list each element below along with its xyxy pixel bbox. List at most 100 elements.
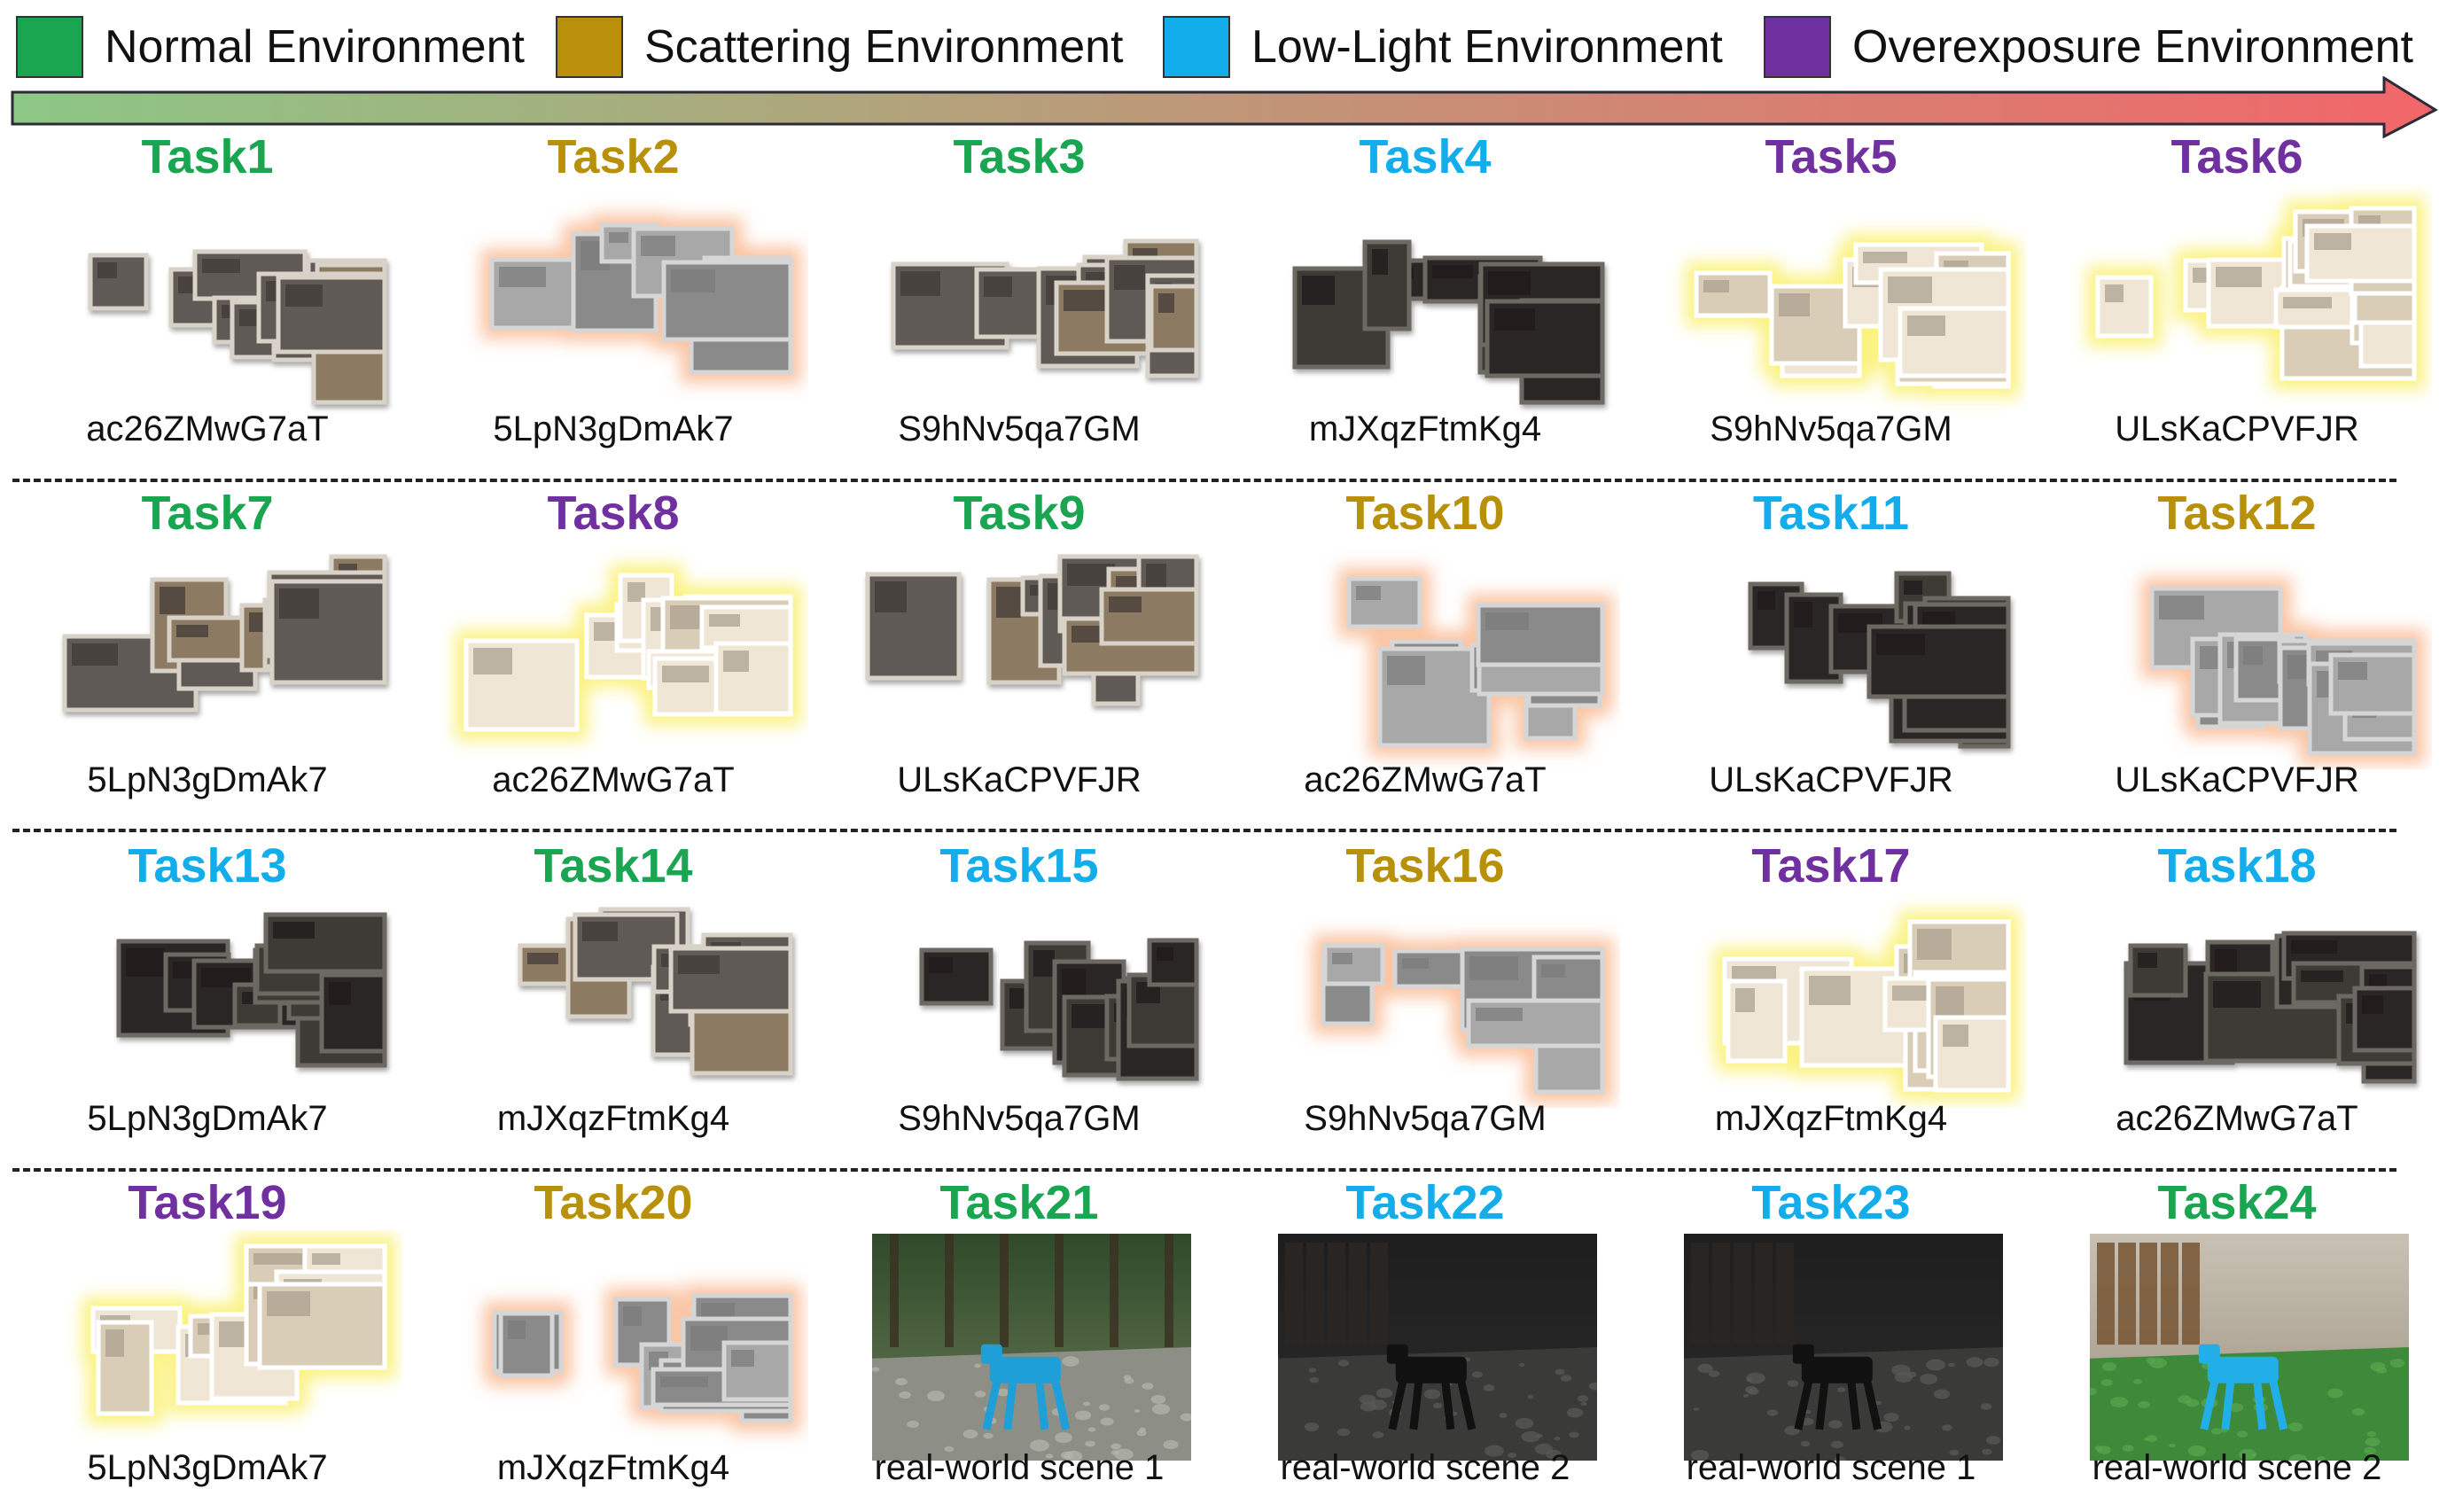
real-world-photo-frame <box>1278 1234 1597 1461</box>
scene-floorplan-image <box>489 222 793 375</box>
task-title: Task3 <box>953 130 1086 183</box>
scene-render <box>1636 541 2026 774</box>
scene-render <box>1636 893 2026 1112</box>
scene-id-caption: real-world scene 2 <box>1280 1448 1570 1487</box>
scene-render <box>824 541 1214 774</box>
scene-floorplan-image <box>116 912 387 1068</box>
task-title: Task22 <box>1345 1176 1505 1229</box>
row-separator <box>12 479 2396 482</box>
difficulty-gradient-arrow <box>11 76 2439 138</box>
real-world-photo <box>1278 1234 1597 1461</box>
scene-floorplan-image <box>891 238 1199 378</box>
scene-floorplan-image <box>2095 206 2417 381</box>
scene-render <box>824 184 1214 423</box>
legend-label: Low-Light Environment <box>1251 21 1723 73</box>
task-title: Task17 <box>1751 839 1911 892</box>
scene-render <box>418 1230 808 1461</box>
task-title: Task16 <box>1345 839 1505 892</box>
scene-floorplan-image <box>518 907 793 1076</box>
real-world-photo <box>2090 1234 2409 1461</box>
task-title: Task2 <box>547 130 680 183</box>
legend-swatch-scattering <box>556 16 623 78</box>
task-title: Task10 <box>1345 487 1505 540</box>
legend-swatch-lowlight <box>1163 16 1230 78</box>
real-world-photo <box>1684 1234 2003 1461</box>
scene-id-caption: S9hNv5qa7GM <box>1710 409 1952 448</box>
task-title: Task9 <box>953 487 1086 540</box>
scene-render <box>824 893 1214 1112</box>
task-title: Task14 <box>534 839 693 892</box>
scene-render <box>1636 184 2026 423</box>
task-title: Task21 <box>939 1176 1099 1229</box>
task-title: Task23 <box>1751 1176 1911 1229</box>
legend-item-overexposure: Overexposure Environment <box>1764 16 2413 78</box>
real-world-photo-frame <box>872 1234 1191 1461</box>
scene-id-caption: real-world scene 1 <box>1686 1448 1976 1487</box>
scene-id-caption: ULsKaCPVFJR <box>1709 760 1953 799</box>
scene-render <box>12 1230 402 1461</box>
scene-id-caption: ac26ZMwG7aT <box>2116 1099 2358 1138</box>
scene-render <box>418 184 808 423</box>
task-title: Task20 <box>534 1176 693 1229</box>
task-title: Task11 <box>1752 487 1910 540</box>
scene-render <box>1230 541 1620 774</box>
scene-render <box>12 184 402 423</box>
scene-render <box>418 893 808 1112</box>
scene-id-caption: ULsKaCPVFJR <box>2115 409 2359 448</box>
scene-render <box>1230 184 1620 423</box>
task-title: Task8 <box>547 487 680 540</box>
scene-floorplan-image <box>1346 576 1605 748</box>
legend-label: Overexposure Environment <box>1852 21 2413 73</box>
scene-id-caption: mJXqzFtmKg4 <box>496 1099 730 1138</box>
scene-id-caption: mJXqzFtmKg4 <box>1714 1099 1948 1138</box>
scene-id-caption: 5LpN3gDmAk7 <box>493 409 734 448</box>
scene-floorplan-image <box>2149 586 2417 756</box>
scene-render <box>2042 541 2432 774</box>
scene-id-caption: ac26ZMwG7aT <box>1304 760 1547 799</box>
task-title: Task12 <box>2157 487 2317 540</box>
scene-floorplan-image <box>464 573 793 732</box>
scene-render <box>418 541 808 774</box>
scene-id-caption: real-world scene 1 <box>874 1448 1165 1487</box>
legend-item-normal: Normal Environment <box>16 16 525 78</box>
legend-swatch-normal <box>16 16 83 78</box>
legend-swatch-overexposure <box>1764 16 1831 78</box>
scene-id-caption: ULsKaCPVFJR <box>897 760 1142 799</box>
real-world-photo-frame <box>1684 1234 2003 1461</box>
task-title: Task6 <box>2170 130 2303 183</box>
scene-floorplan-image <box>1748 571 2011 749</box>
scene-id-caption: ULsKaCPVFJR <box>2115 760 2359 799</box>
legend-label: Scattering Environment <box>644 21 1124 73</box>
scene-id-caption: S9hNv5qa7GM <box>1304 1099 1547 1138</box>
arrow-shape <box>11 76 2439 138</box>
scene-id-caption: real-world scene 2 <box>2092 1448 2382 1487</box>
task-title: Task1 <box>141 130 274 183</box>
scene-floorplan-image <box>1292 239 1605 405</box>
scene-floorplan-image <box>88 249 387 405</box>
scene-floorplan-image <box>1321 943 1605 1095</box>
scene-floorplan-image <box>1694 242 2011 389</box>
task-title: Task19 <box>128 1176 287 1229</box>
legend-item-lowlight: Low-Light Environment <box>1163 16 1723 78</box>
real-world-photo <box>872 1234 1191 1461</box>
scene-id-caption: 5LpN3gDmAk7 <box>87 1448 328 1487</box>
task-title: Task5 <box>1765 130 1898 183</box>
scene-id-caption: 5LpN3gDmAk7 <box>87 1099 328 1138</box>
legend-label: Normal Environment <box>105 21 525 73</box>
task-title: Task4 <box>1359 130 1492 183</box>
row-separator <box>12 1168 2396 1172</box>
scene-render <box>12 541 402 774</box>
scene-floorplan-image <box>492 1293 793 1423</box>
scene-id-caption: ac26ZMwG7aT <box>86 409 329 448</box>
legend-item-scattering: Scattering Environment <box>556 16 1124 78</box>
task-title: Task24 <box>2157 1176 2317 1229</box>
scene-render <box>2042 893 2432 1112</box>
scene-id-caption: mJXqzFtmKg4 <box>1308 409 1542 448</box>
scene-floorplan-image <box>919 938 1199 1081</box>
scene-id-caption: S9hNv5qa7GM <box>898 409 1141 448</box>
task-title: Task18 <box>2157 839 2317 892</box>
task-title: Task15 <box>939 839 1099 892</box>
scene-floorplan-image <box>1722 919 2011 1093</box>
scene-id-caption: ac26ZMwG7aT <box>492 760 735 799</box>
scene-render <box>12 893 402 1112</box>
